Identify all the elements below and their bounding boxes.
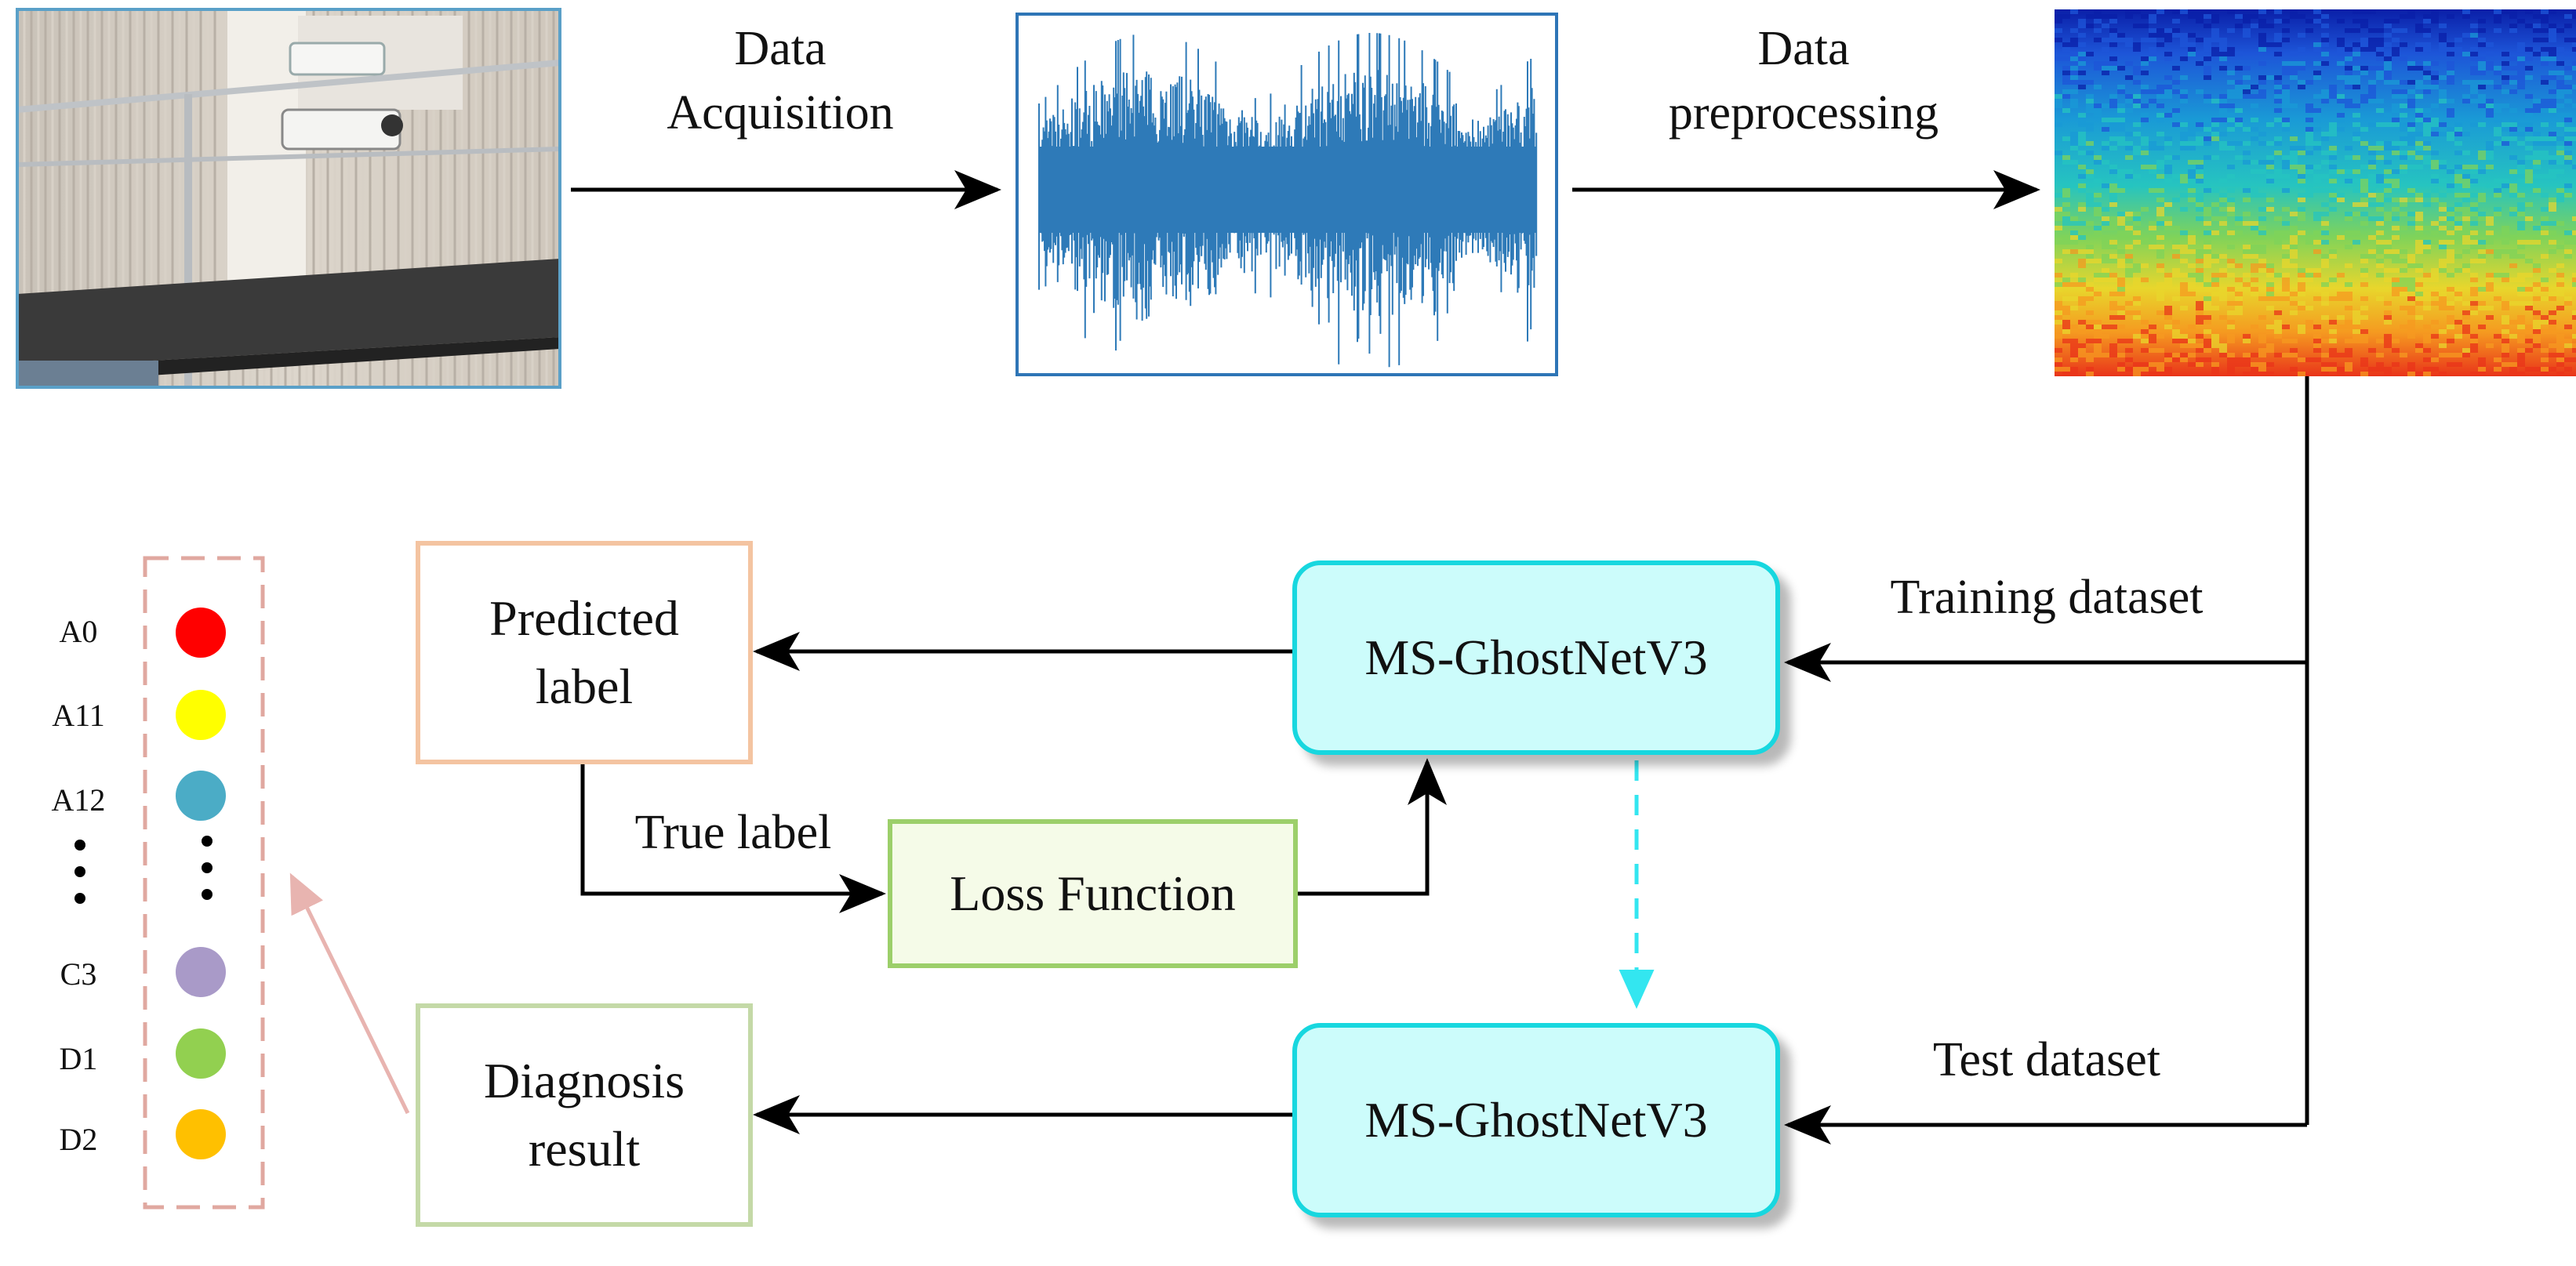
- ms-ghostnetv3-test-box: MS-GhostNetV3: [1292, 1023, 1780, 1217]
- legend-dot-d1: [176, 1028, 226, 1079]
- vibration-waveform: [1038, 33, 1538, 368]
- preprocessing-label: Data preprocessing: [1668, 22, 1939, 140]
- conveyor-photo: [16, 8, 561, 389]
- diagnosis-result-box: Diagnosis result: [416, 1003, 753, 1227]
- ms-ghostnetv3-train-box: MS-GhostNetV3: [1292, 560, 1780, 755]
- spectrogram-texture: [2055, 9, 2576, 376]
- legend-label-a0: A0: [59, 614, 98, 649]
- legend-label-d1: D1: [59, 1041, 98, 1076]
- waveform-core: [1039, 147, 1537, 233]
- spectrogram-image: [2055, 9, 2576, 376]
- test-dataset-label: Test dataset: [1932, 1033, 2161, 1086]
- loss-to-model-arrow: [1298, 758, 1447, 896]
- legend-dot-a0: [176, 608, 226, 658]
- legend-box: [143, 556, 265, 1210]
- model-test-label: MS-GhostNetV3: [1364, 1091, 1708, 1148]
- legend-ellipsis: [74, 836, 213, 904]
- acquisition-label: Data Acquisition: [667, 22, 894, 140]
- diagnosis-result-text: Diagnosis result: [484, 1053, 685, 1177]
- predicted-label-box: Predicted label: [416, 541, 753, 764]
- true-label-arrow: [580, 764, 886, 913]
- legend-label-c3: C3: [60, 956, 97, 992]
- legend-dot-c3: [176, 947, 226, 997]
- predicted-label-text: Predicted label: [489, 590, 679, 714]
- model-train-label: MS-GhostNetV3: [1364, 629, 1708, 685]
- loss-function-text: Loss Function: [950, 865, 1236, 921]
- legend-dot-a11: [176, 690, 226, 740]
- legend-dot-a12: [176, 771, 226, 821]
- true-label-text: True label: [634, 806, 832, 859]
- legend-dot-d2: [176, 1109, 226, 1159]
- loss-function-box: Loss Function: [888, 819, 1298, 968]
- legend-label-a11: A11: [52, 698, 105, 733]
- training-dataset-label: Training dataset: [1890, 571, 2204, 624]
- diagnosis-to-legend-arrow: [289, 872, 410, 1115]
- legend-label-d2: D2: [59, 1122, 98, 1157]
- legend-label-a12: A12: [51, 782, 106, 818]
